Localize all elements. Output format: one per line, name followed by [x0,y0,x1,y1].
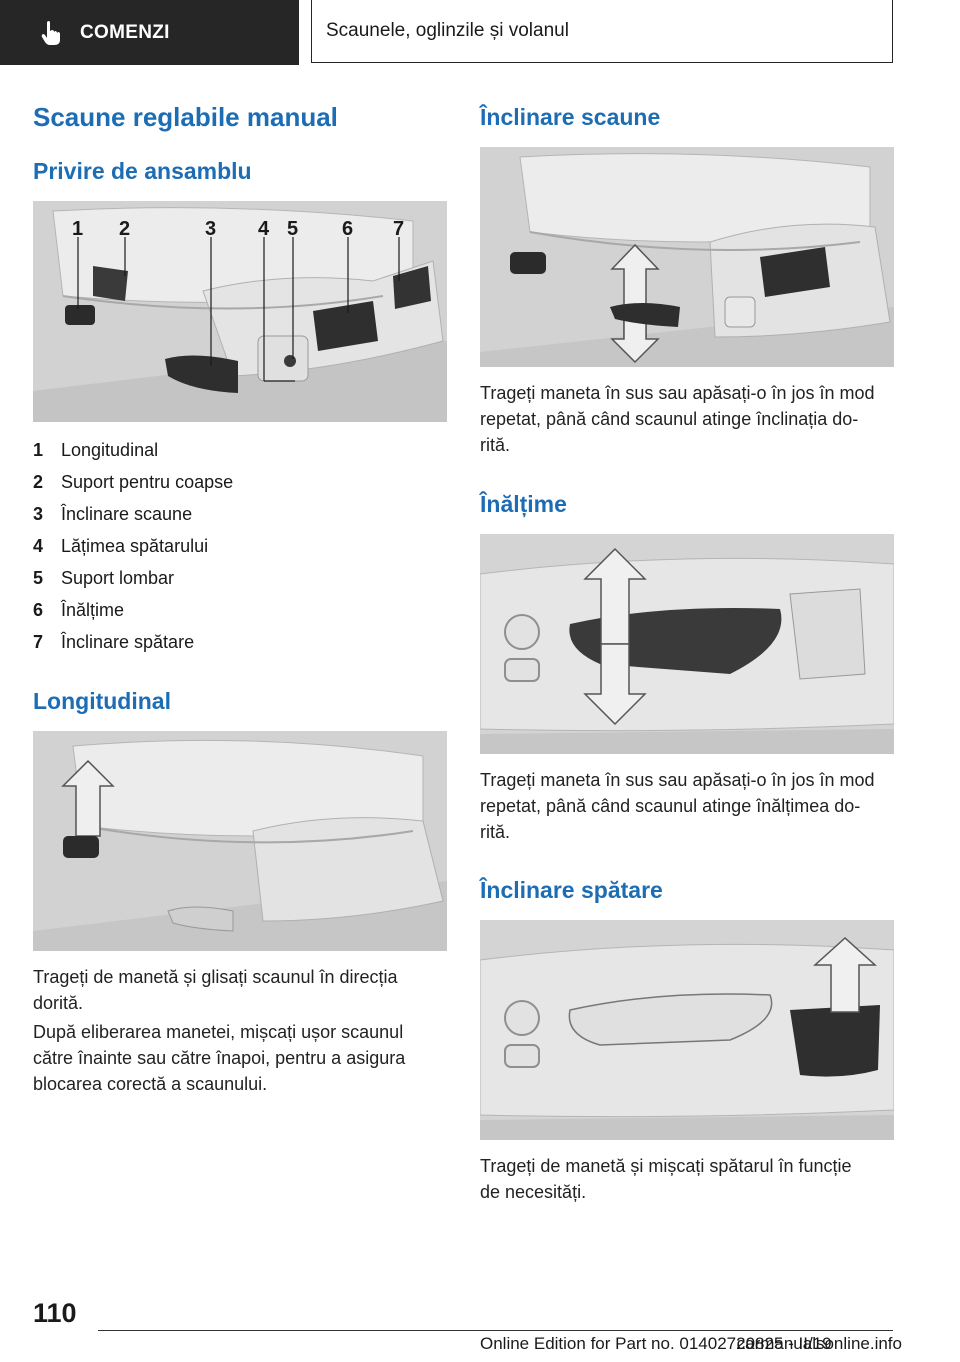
tilt-heading: Înclinare scaune [480,104,661,130]
callout-1: 1 [72,218,83,240]
callout-2: 2 [119,218,130,240]
section-tab: COMENZI [0,0,299,65]
height-paragraph: Trageți maneta în sus sau apăsați-o în j… [480,770,875,842]
watermark-text: carmanualsonline.info [736,1334,902,1353]
callout-5: 5 [287,218,298,240]
backrest-tilt-illustration [480,920,894,1140]
page-number: 110 [33,1298,77,1328]
longitudinal-paragraph-2: După eliberarea manetei, mișcați ușor sc… [33,1022,406,1094]
longitudinal-paragraph-1: Trageți de manetă și glisați scaunul în … [33,967,398,1013]
seat-overview-illustration: 1 2 3 4 5 6 7 [33,201,447,422]
edition-text: Online Edition for Part no. 01402720825 … [480,1334,832,1353]
callout-7: 7 [393,218,404,240]
longitudinal-illustration [33,731,447,951]
backrest-paragraph: Trageți de manetă și mișcați spătarul în… [480,1156,852,1202]
callout-3: 3 [205,218,216,240]
callout-4: 4 [258,218,270,240]
chapter-title: Scaunele, oglinzile și volanul [326,20,569,41]
backrest-heading: Înclinare spătare [480,877,663,903]
seat-tilt-illustration [480,147,894,367]
section-title: COMENZI [80,21,170,43]
pointing-hand-icon [41,20,60,45]
overview-heading: Privire de ansamblu [33,158,252,184]
longitudinal-heading: Longitudinal [33,688,171,714]
page-title: Scaune reglabile manual [33,102,338,132]
callout-6: 6 [342,218,353,240]
tilt-paragraph: Trageți maneta în sus sau apăsați-o în j… [480,383,875,455]
height-heading: Înălțime [480,491,567,517]
seat-height-illustration [480,534,894,754]
chapter-box: Scaunele, oglinzile și volanul [311,0,893,63]
footer-divider [98,1330,893,1331]
